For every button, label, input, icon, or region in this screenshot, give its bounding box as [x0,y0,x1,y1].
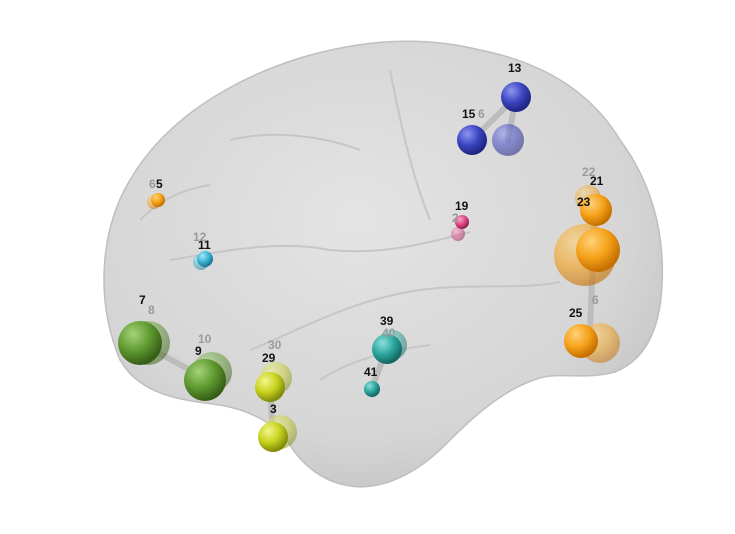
label-10: 10 [198,332,212,346]
node-39-sphere [372,334,402,364]
label-7: 7 [139,293,146,307]
label-9: 9 [195,344,202,358]
label-15: 15 [462,107,476,121]
label-25: 25 [569,306,583,320]
node-25-sphere [564,324,598,358]
node-23b-sphere [576,228,620,272]
label-16: 6 [478,107,485,121]
label-39: 39 [380,314,394,328]
label-20: 2 [452,211,459,225]
label-23: 23 [577,195,591,209]
sphere-nodes [118,82,620,452]
node-20-sphere [451,227,465,241]
label-6: 6 [149,177,156,191]
label-12: 12 [193,230,207,244]
node-41-sphere [364,381,380,397]
node-13-sphere [501,82,531,112]
label-13: 13 [508,61,522,75]
label-29: 29 [262,351,276,365]
node-19-sphere [455,215,469,229]
label-19: 19 [455,199,469,213]
label-21: 21 [590,174,604,188]
node-9-sphere [184,359,226,401]
node-16-sphere [492,124,524,156]
label-8: 8 [148,303,155,317]
label-5: 5 [156,177,163,191]
label-41: 41 [364,365,378,379]
node-21-sphere [580,194,612,226]
label-26: 6 [592,293,599,307]
label-3: 3 [270,402,277,416]
node-15-sphere [457,125,487,155]
node-7-sphere [118,321,162,365]
label-40: 40 [382,326,396,340]
node-11-sphere [197,251,213,267]
label-30: 30 [268,338,282,352]
node-5-sphere [151,193,165,207]
node-3-sphere [258,422,288,452]
brain-sulci [139,69,561,381]
label-22: 22 [582,165,596,179]
brain-surface [103,40,664,488]
label-11: 11 [198,238,211,252]
node-labels: 13 15 6 5 6 11 12 19 2 21 22 23 25 6 7 8… [139,61,604,416]
node-29-sphere [255,372,285,402]
